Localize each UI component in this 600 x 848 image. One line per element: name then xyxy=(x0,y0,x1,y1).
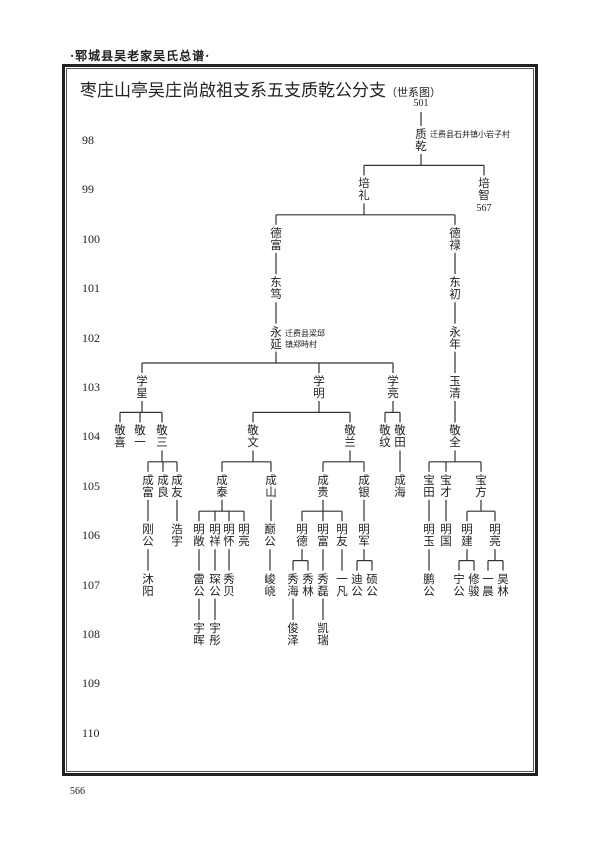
person-node: 敬全 xyxy=(449,423,461,450)
person-node: 秀贝 xyxy=(223,571,235,598)
person-node: 敬兰 xyxy=(344,423,356,450)
person-node: 成银 xyxy=(358,472,370,499)
person-node: 成贵 xyxy=(317,472,329,499)
page-frame xyxy=(62,64,538,776)
person-node: 秀林 xyxy=(302,571,314,598)
person-node: 德富 xyxy=(270,225,282,252)
generation-label: 98 xyxy=(82,133,94,147)
person-node: 成泰 xyxy=(216,472,228,499)
person-node: 玉清 xyxy=(449,374,461,400)
person-node: 峻峣 xyxy=(264,571,276,598)
person-node: 明玉 xyxy=(423,522,435,549)
generation-label: 100 xyxy=(82,231,100,246)
person-node: 永延 xyxy=(270,324,282,351)
person-node: 一凡 xyxy=(336,571,348,598)
person-node: 明祥 xyxy=(209,522,221,549)
generation-label: 109 xyxy=(82,676,100,691)
person-node: 宝才 xyxy=(440,472,452,499)
person-node: 明国 xyxy=(440,522,452,549)
person-node: 明建 xyxy=(461,522,473,549)
person-node: 质乾 xyxy=(415,127,427,153)
note-zhiqian: 迁费县石井镇小岩子村 xyxy=(430,130,510,139)
person-node: 宇彤 xyxy=(209,621,221,647)
person-node: 培智 xyxy=(478,176,490,203)
person-node: 明军 xyxy=(358,522,370,549)
chart-title: 枣庄山亭吴庄尚啟祖支系五支质乾公分支（世系图） xyxy=(80,81,441,101)
person-node: 明富 xyxy=(317,522,329,549)
person-node: 一晨 xyxy=(482,571,494,598)
person-node: 敬文 xyxy=(247,423,259,450)
person-node: 明德 xyxy=(296,522,308,549)
person-node: 秀海 xyxy=(287,571,299,598)
person-node: 凯瑞 xyxy=(317,621,329,647)
person-node: 沐阳 xyxy=(142,571,154,598)
generation-label: 105 xyxy=(82,478,100,493)
person-node: 浩宇 xyxy=(171,522,183,549)
person-node: 成山 xyxy=(265,472,277,499)
person-node: 明亮 xyxy=(238,522,250,549)
page-number: 566 xyxy=(70,786,85,797)
generation-label: 102 xyxy=(82,330,100,345)
person-node: 鹏公 xyxy=(423,571,435,598)
person-node: 昊林 xyxy=(497,571,509,598)
person-node: 雷公 xyxy=(193,571,205,598)
person-node: 宁公 xyxy=(453,571,465,598)
person-node: 明怀 xyxy=(223,522,235,549)
person-node: 琛公 xyxy=(209,571,221,598)
person-node: 东初 xyxy=(449,275,461,302)
generation-label: 104 xyxy=(82,429,100,444)
peizhi-number: 567 xyxy=(476,203,492,214)
person-node: 宝方 xyxy=(475,472,487,499)
person-node: 敬田 xyxy=(394,423,406,450)
person-node: 敬三 xyxy=(156,423,168,450)
person-node: 修骏 xyxy=(468,571,480,598)
person-node: 俊泽 xyxy=(287,621,299,647)
person-node: 成富 xyxy=(142,472,154,499)
generation-label: 110 xyxy=(82,725,100,740)
person-node: 刚公 xyxy=(142,522,154,549)
generation-label: 108 xyxy=(82,627,100,641)
generation-label: 99 xyxy=(82,182,94,197)
person-node: 敬纹 xyxy=(379,423,391,450)
generation-label: 107 xyxy=(82,577,100,592)
note-yongyan-2: 镇郑時村 xyxy=(285,340,317,349)
person-node: 成良 xyxy=(157,472,169,499)
note-yongyan-1: 迁费县梁邱 xyxy=(285,329,325,338)
person-node: 永年 xyxy=(449,324,461,351)
person-node: 东笃 xyxy=(270,275,282,302)
person-node: 学亮 xyxy=(387,374,399,400)
generation-label: 106 xyxy=(82,528,100,543)
person-node: 秀磊 xyxy=(317,571,329,598)
person-node: 敬喜 xyxy=(114,423,126,450)
person-node: 明亮 xyxy=(489,522,501,549)
person-node: 宇晖 xyxy=(193,621,205,647)
person-node: 敬一 xyxy=(134,423,146,450)
person-node: 培礼 xyxy=(358,176,370,203)
person-node: 迪公 xyxy=(351,571,363,598)
person-node: 成海 xyxy=(394,472,406,499)
person-node: 学星 xyxy=(136,374,148,400)
person-node: 宝田 xyxy=(423,472,435,499)
page-frame-inner xyxy=(66,68,534,772)
person-node: 巅公 xyxy=(264,522,276,549)
person-node: 学明 xyxy=(313,374,325,400)
person-node: 明敞 xyxy=(193,522,205,549)
root-number: 501 xyxy=(413,98,429,109)
generation-label: 101 xyxy=(82,281,100,296)
person-node: 硕公 xyxy=(366,571,378,598)
person-node: 明友 xyxy=(336,522,348,549)
book-header: ·郓城县吴老家吴氏总谱· xyxy=(70,49,211,63)
person-node: 成友 xyxy=(171,472,183,499)
generation-label: 103 xyxy=(82,380,100,394)
person-node: 德禄 xyxy=(449,225,461,252)
